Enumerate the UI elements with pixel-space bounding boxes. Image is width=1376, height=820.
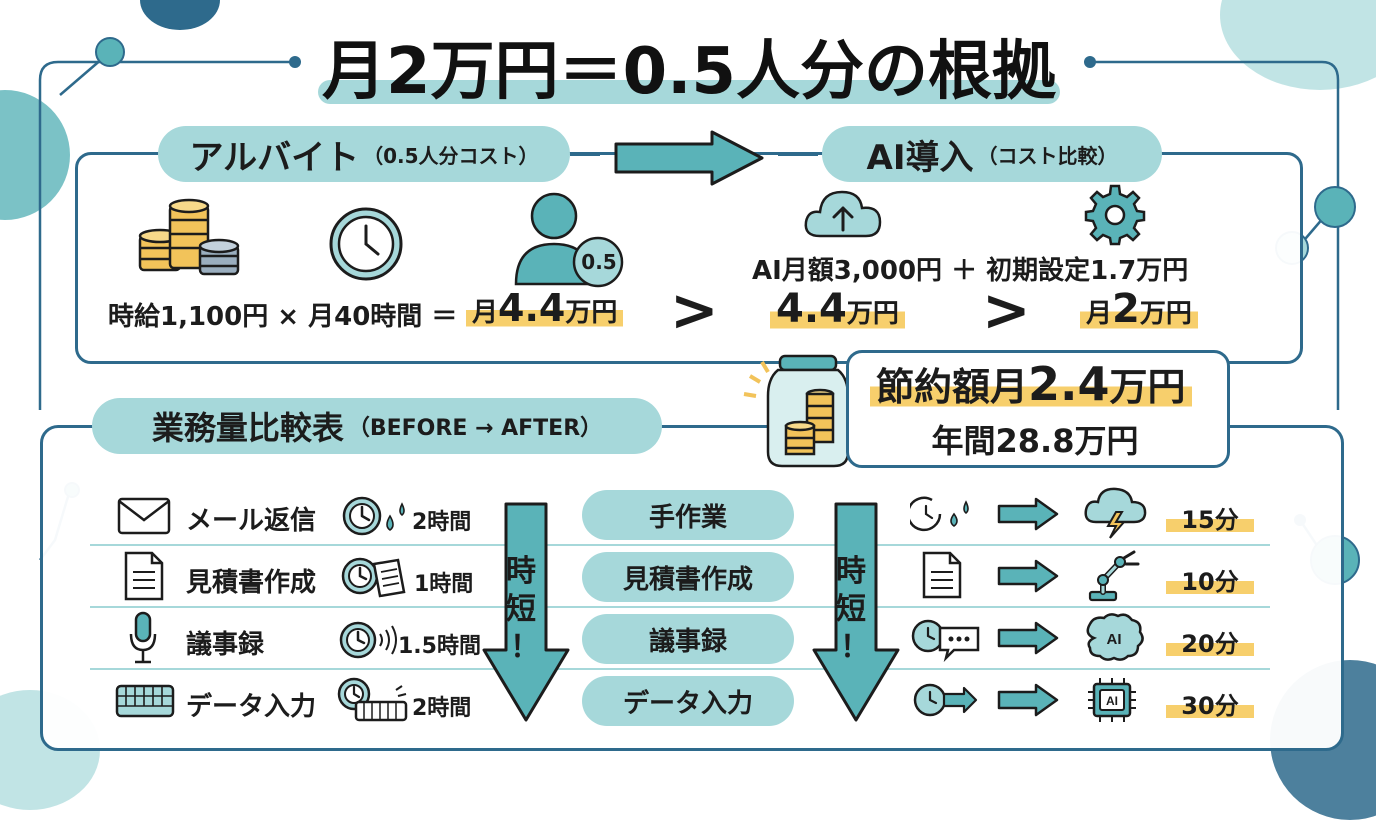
arrow-label-char: ！ [840,630,870,665]
table-label: 業務量比較表 [151,409,344,447]
arubaito-result-suffix: 万円 [565,298,618,328]
savings-monthly: 節約額月2.4万円 [870,356,1192,411]
savings-suffix: 万円 [1109,365,1186,409]
arrow-label-char: 短 [506,592,536,627]
middle-task-pill: データ入力 [582,676,794,726]
greater-than-symbol: > [670,276,719,344]
table-sub: （BEFORE → AFTER） [347,416,603,441]
after-time: 20分 [1166,624,1254,659]
title-underline [318,80,1060,104]
clock-drops-icon [910,496,969,532]
header-connector [570,153,600,156]
svg-text:AI: AI [1107,631,1122,648]
row-separator [90,668,1270,670]
table-header: 業務量比較表 （BEFORE → AFTER） [92,398,662,454]
before-task: メール返信 [186,506,317,536]
arubaito-sub: （0.5人分コスト） [363,143,539,168]
header-connector [778,153,818,156]
before-time: 2時間 [412,696,472,721]
before-task: 議事録 [186,630,265,660]
before-time: 2時間 [412,510,472,535]
clock-keyboard-icon [337,677,408,722]
middle-task-pill: 議事録 [582,614,794,664]
robot-arm-icon [1088,550,1140,602]
arubaito-result-prefix: 月 [472,298,499,328]
ai-header: AI導入 （コスト比較） [822,126,1162,182]
document-icon [922,551,962,599]
before-task: データ入力 [186,692,317,722]
ai-right-prefix: 月 [1086,299,1113,329]
arubaito-label: アルバイト [189,137,360,178]
cloud-bolt-icon [1084,487,1147,539]
small-right-arrow-icon [997,559,1059,593]
coin-stack-icon [138,198,240,276]
arubaito-result-value: 4.4 [498,286,566,330]
arrow-label-char: 時 [836,554,866,589]
greater-than-symbol: > [982,276,1031,344]
before-time: 1時間 [414,572,474,597]
arubaito-formula: 時給1,100円 × 月40時間 ＝ [108,302,458,332]
down-arrow-icon [482,502,570,722]
after-time: 30分 [1166,686,1254,721]
microphone-icon [129,611,157,664]
cloud-upload-icon [804,190,882,238]
after-time: 15分 [1166,500,1254,535]
savings-value: 2.4 [1028,357,1110,411]
ai-right-value: 2 [1112,286,1140,332]
arrow-label-char: ！ [510,630,540,665]
savings-yearly: 年間28.8万円 [931,422,1139,460]
right-arrow-icon [614,130,764,186]
middle-task-pill: 手作業 [582,490,794,540]
arubaito-header: アルバイト （0.5人分コスト） [158,126,570,182]
before-task: 見積書作成 [186,568,317,598]
clock-chat-icon [911,619,980,662]
clock-document-icon [341,557,406,598]
arubaito-result: 月4.4万円 [466,286,624,330]
row-separator [90,606,1270,608]
person-badge: 0.5 [581,250,617,274]
ai-sub: （コスト比較） [977,143,1118,168]
ai-label: AI導入 [866,137,974,178]
clock-sound-icon [339,621,397,659]
ai-brain-icon: AI [1086,613,1144,661]
ai-right-result: 月2万円 [1080,286,1198,332]
after-time: 10分 [1166,562,1254,597]
page-title: 月2万円＝0.5人分の根拠 [322,35,1056,109]
ai-formula: AI月額3,000円 ＋ 初期設定1.7万円 [752,256,1189,286]
small-right-arrow-icon [997,621,1059,655]
arrow-label-char: 時 [506,554,536,589]
person-icon [514,192,624,288]
ai-left-suffix: 万円 [846,299,899,329]
small-right-arrow-icon [997,683,1059,717]
document-icon [124,551,164,601]
clock-arrow-icon [913,683,978,717]
keyboard-icon [115,684,175,718]
ai-left-result: 4.4万円 [770,286,905,332]
gear-icon [1084,184,1146,246]
savings-prefix: 節約額月 [876,365,1029,409]
arrow-label-char: 短 [836,592,866,627]
row-separator [90,544,1270,546]
ai-right-suffix: 万円 [1139,299,1192,329]
ai-left-value: 4.4 [776,286,847,332]
ai-chip-icon: AI [1088,678,1136,722]
svg-text:AI: AI [1106,694,1118,708]
down-arrow-icon [812,502,900,722]
before-time: 1.5時間 [398,634,481,659]
mail-icon [117,497,171,535]
clock-icon [329,207,403,281]
savings-jar-icon [743,354,850,468]
middle-task-pill: 見積書作成 [582,552,794,602]
clock-drops-icon [342,496,405,536]
small-right-arrow-icon [997,497,1059,531]
